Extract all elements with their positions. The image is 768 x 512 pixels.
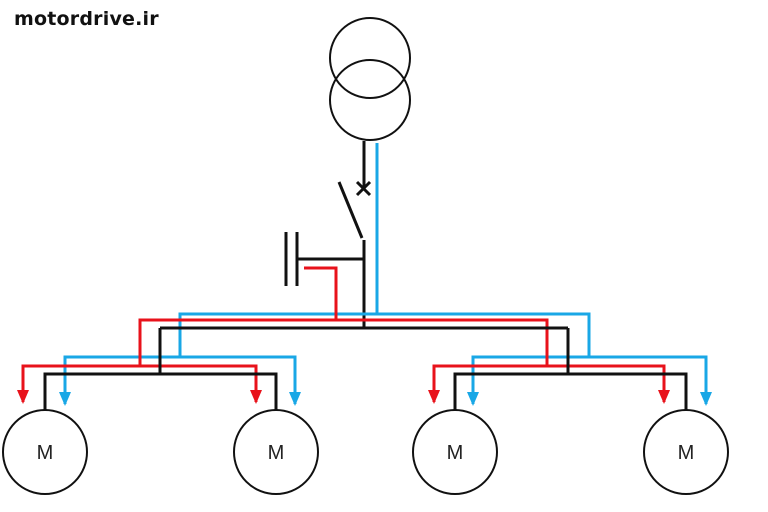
- motor-label: M: [678, 442, 695, 464]
- capacitor-symbol: [284, 232, 364, 286]
- blue-arrow: [700, 392, 712, 406]
- motor-label: M: [37, 442, 54, 464]
- red-arrow: [428, 390, 440, 404]
- busbar-network: [43, 326, 688, 410]
- current-arrows: [17, 390, 712, 406]
- motor-2: M: [233, 409, 319, 495]
- circuit-breaker-symbol: [337, 180, 372, 239]
- transformer-symbol: [329, 17, 411, 141]
- motor-3: M: [412, 409, 498, 495]
- motor-4: M: [643, 409, 729, 495]
- blue-arrow: [467, 392, 479, 406]
- red-arrow: [250, 390, 262, 404]
- motor-label: M: [447, 442, 464, 464]
- red-arrow: [658, 390, 670, 404]
- red-arrow: [17, 390, 29, 404]
- blue-arrow: [59, 392, 71, 406]
- motor-label: M: [268, 442, 285, 464]
- site-watermark: motordrive.ir: [14, 8, 159, 30]
- blue-arrow: [289, 392, 301, 406]
- motor-1: M: [2, 409, 88, 495]
